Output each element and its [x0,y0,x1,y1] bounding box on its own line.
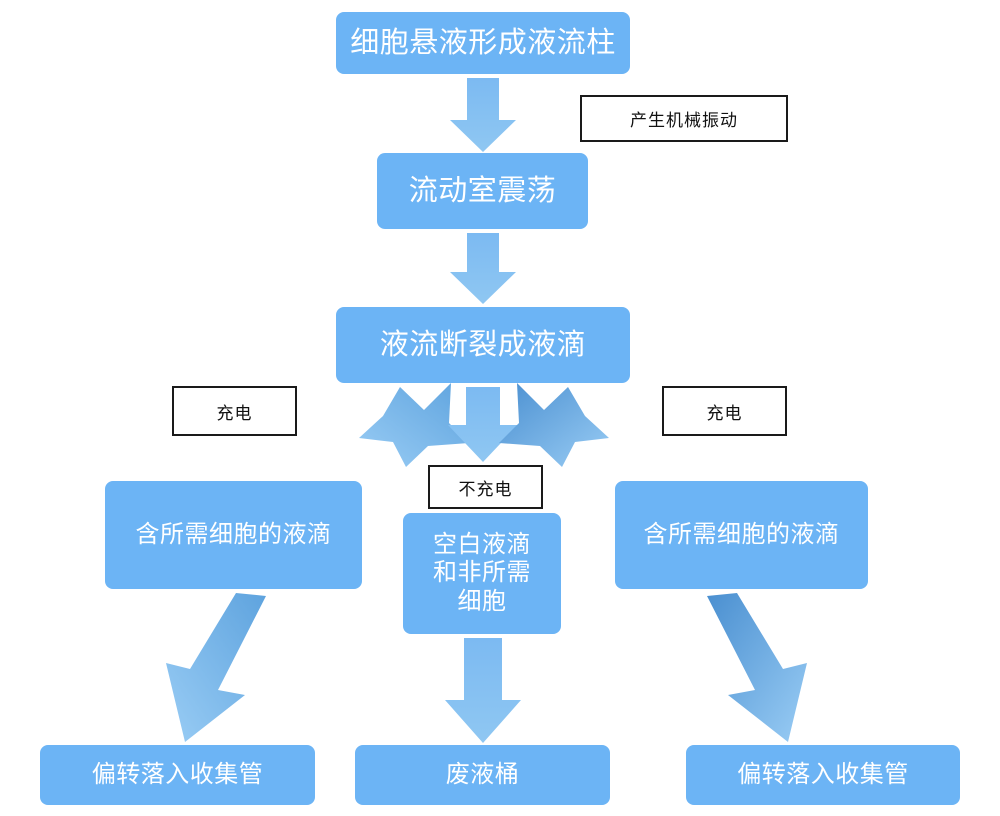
label-charge-left[interactable]: 充电 [172,386,297,436]
arrow-n4-to-n7 [166,593,266,742]
arrow-n5-to-n8 [445,638,521,743]
node-stream-breaks-into-droplets[interactable]: 液流断裂成液滴 [336,307,630,383]
node-droplet-with-target-cells-right[interactable]: 含所需细胞的液滴 [615,481,868,589]
arrow-n6-to-n9 [707,593,807,742]
arrow-n3-to-n5 [448,387,518,462]
arrow-n1-to-n2 [450,78,516,152]
node-flow-chamber-oscillation[interactable]: 流动室震荡 [377,153,588,229]
node-droplet-with-target-cells-left[interactable]: 含所需细胞的液滴 [105,481,362,589]
label-generate-mechanical-vibration[interactable]: 产生机械振动 [580,95,788,142]
arrow-n3-to-n4 [359,383,469,467]
node-blank-droplet-and-unwanted-cells[interactable]: 空白液滴 和非所需 细胞 [403,513,561,634]
node-deflect-into-collection-tube-right[interactable]: 偏转落入收集管 [686,745,960,805]
node-deflect-into-collection-tube-left[interactable]: 偏转落入收集管 [40,745,315,805]
node-waste-container[interactable]: 废液桶 [355,745,610,805]
label-charge-right[interactable]: 充电 [662,386,787,436]
node-cell-suspension-stream[interactable]: 细胞悬液形成液流柱 [336,12,630,74]
arrow-n2-to-n3 [450,233,516,304]
arrow-n3-to-n6 [499,383,609,467]
label-no-charge-center[interactable]: 不充电 [428,465,543,509]
